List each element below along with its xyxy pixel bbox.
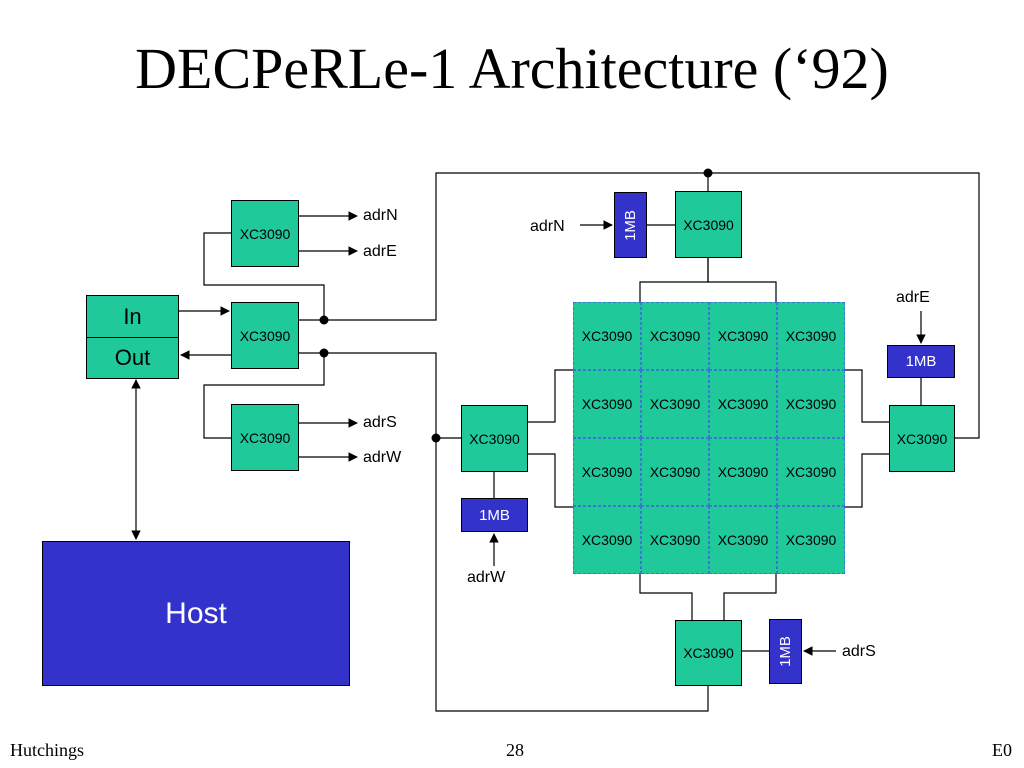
memory-label: 1MB: [479, 506, 510, 524]
chip-control-top: XC3090: [231, 200, 299, 267]
chip-control-bottom: XC3090: [231, 404, 299, 471]
footer-author: Hutchings: [10, 740, 84, 760]
memory-east: 1MB: [887, 345, 955, 378]
grid-cell: XC3090: [641, 302, 709, 370]
grid-cell: XC3090: [777, 370, 845, 438]
grid-cell: XC3090: [573, 302, 641, 370]
grid-cell: XC3090: [641, 370, 709, 438]
chip-control-center: XC3090: [231, 302, 299, 369]
chip-label: XC3090: [239, 429, 291, 446]
grid-cell: XC3090: [709, 370, 777, 438]
chip-label: XC3090: [239, 327, 291, 344]
grid-cell: XC3090: [641, 438, 709, 506]
chip-label: XC3090: [683, 645, 734, 661]
slide-title: DECPeRLe-1 Architecture (‘92): [135, 36, 889, 101]
grid-cell: XC3090: [641, 506, 709, 574]
footer-code: E0: [992, 740, 1012, 760]
chip-south: XC3090: [675, 620, 742, 686]
out-port-label: Out: [114, 345, 151, 370]
grid-cell: XC3090: [573, 438, 641, 506]
memory-west: 1MB: [461, 498, 528, 532]
label-adrE-left: adrE: [363, 243, 397, 260]
in-port-label: In: [123, 303, 142, 329]
grid-cell: XC3090: [777, 506, 845, 574]
grid-cell: XC3090: [777, 438, 845, 506]
label-adrW-left: adrW: [363, 449, 402, 466]
chip-east: XC3090: [889, 405, 955, 472]
chip-west: XC3090: [461, 405, 528, 472]
chip-label: XC3090: [896, 430, 948, 447]
grid-cell: XC3090: [709, 506, 777, 574]
grid-cell: XC3090: [777, 302, 845, 370]
chip-label: XC3090: [683, 217, 734, 233]
grid-cell: XC3090: [573, 370, 641, 438]
out-port: Out: [86, 337, 179, 379]
grid-cell: XC3090: [709, 438, 777, 506]
label-adrS-left: adrS: [363, 414, 397, 431]
grid-cell: XC3090: [709, 302, 777, 370]
memory-label: 1MB: [622, 209, 639, 241]
chip-north: XC3090: [675, 191, 742, 258]
memory-north: 1MB: [614, 192, 647, 258]
label-adrW-right: adrW: [467, 569, 506, 586]
host-label: Host: [165, 596, 227, 630]
host-block: Host: [42, 541, 350, 686]
label-adrS-right: adrS: [842, 643, 876, 660]
label-adrE-right: adrE: [896, 289, 930, 306]
chip-label: XC3090: [469, 430, 520, 447]
memory-south: 1MB: [769, 619, 802, 684]
chip-label: XC3090: [239, 225, 291, 242]
memory-label: 1MB: [777, 636, 794, 667]
memory-label: 1MB: [905, 353, 937, 370]
grid-cell: XC3090: [573, 506, 641, 574]
in-port: In: [86, 295, 179, 338]
label-adrN-right: adrN: [530, 218, 565, 235]
footer-page-number: 28: [506, 740, 524, 760]
label-adrN-left: adrN: [363, 207, 398, 224]
